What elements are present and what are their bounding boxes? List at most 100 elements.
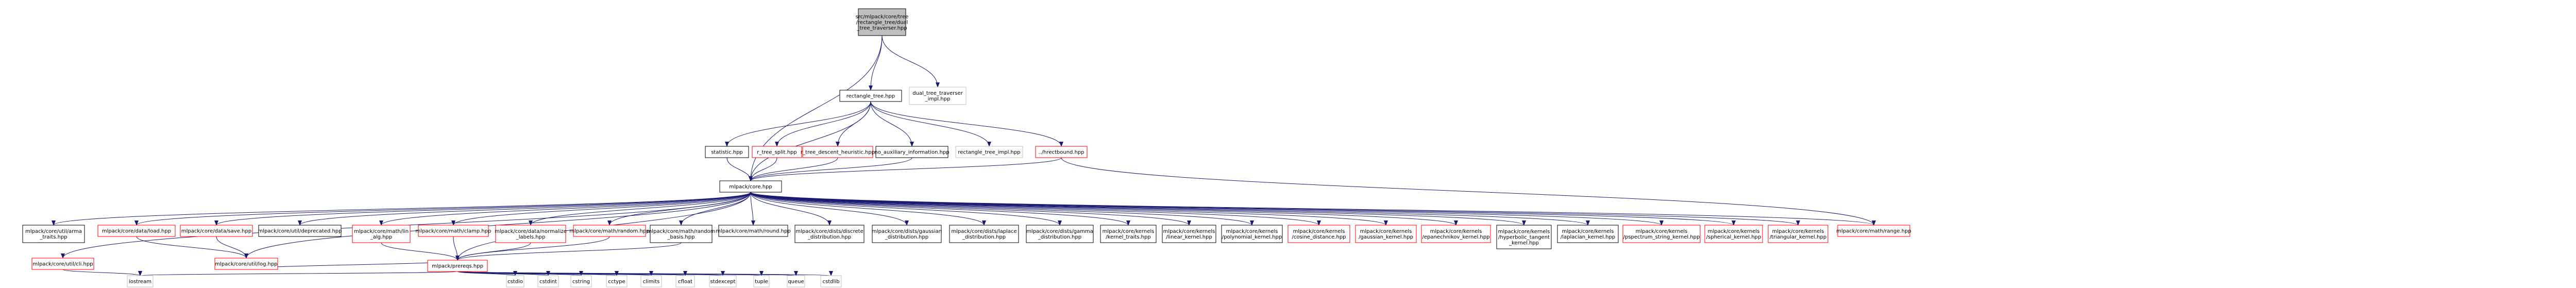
node-label-line: no_auxiliary_information.hpp	[874, 150, 949, 156]
node-normalize[interactable]: mlpack/core/data/normalize_labels.hpp	[495, 225, 567, 243]
node-cosine_d[interactable]: mlpack/core/kernels/cosine_distance.hpp	[1287, 225, 1350, 243]
node-label-line: mlpack/core.hpp	[729, 184, 772, 190]
edge-hrect-to-range	[1061, 157, 1876, 226]
node-load[interactable]: mlpack/core/data/load.hpp	[97, 225, 176, 237]
node-label-line: mlpack/core/math/range.hpp	[1836, 229, 1911, 234]
node-label-line: /spherical_kernel.hpp	[1706, 234, 1761, 240]
node-kernel_traits[interactable]: mlpack/core/kernels/kernel_traits.hpp	[1100, 225, 1157, 243]
node-box	[858, 8, 906, 36]
node-lap_k[interactable]: mlpack/core/kernels/laplacian_kernel.hpp	[1557, 225, 1619, 243]
node-statistic[interactable]: statistic.hpp	[705, 146, 749, 158]
node-box	[606, 275, 628, 287]
edge-core-to-load	[134, 192, 751, 226]
node-random_basis[interactable]: mlpack/core/math/random_basis.hpp	[647, 225, 716, 243]
node-label-line: tuple	[755, 279, 768, 285]
node-label-line: stdexcept	[710, 279, 735, 285]
node-label-line: mlpack/core/math/round.hpp	[716, 229, 790, 234]
node-label-line: _distribution.hpp	[1038, 234, 1081, 240]
node-label-line: _tree_traverser.hpp	[856, 26, 907, 31]
node-discrete[interactable]: mlpack/core/dists/discrete_distribution.…	[794, 225, 865, 243]
node-box	[1622, 225, 1701, 243]
node-queue: queue	[787, 275, 805, 287]
node-label-line: _distribution.hpp	[807, 234, 851, 240]
node-poly_k[interactable]: mlpack/core/kernels/polynomial_kernel.hp…	[1221, 225, 1283, 243]
node-round[interactable]: mlpack/core/math/round.hpp	[716, 225, 791, 237]
node-core[interactable]: mlpack/core.hpp	[719, 180, 782, 193]
node-gauss_k[interactable]: mlpack/core/kernels/gaussian_kernel.hpp	[1355, 225, 1417, 243]
node-box	[1162, 225, 1216, 243]
node-random[interactable]: mlpack/core/math/random.hpp	[569, 225, 650, 237]
edge-core-to-sph_k	[750, 192, 1736, 226]
node-rt[interactable]: rectangle_tree.hpp	[839, 90, 902, 102]
edge-core-to-range	[750, 192, 1876, 226]
node-clamp[interactable]: mlpack/core/math/clamp.hpp	[416, 225, 492, 237]
edge-root-to-core	[749, 35, 883, 181]
edge-core-to-round	[750, 192, 755, 226]
edge-core-to-kernel_traits	[750, 192, 1130, 226]
node-arma_traits[interactable]: mlpack/core/util/arma_traits.hpp	[22, 225, 85, 243]
node-box	[1704, 225, 1763, 243]
node-label-line: mlpack/core/dists/gaussian	[872, 229, 942, 234]
node-gaussian_dist[interactable]: mlpack/core/dists/gaussian_distribution.…	[872, 225, 942, 243]
node-box	[352, 225, 411, 243]
node-lin_alg[interactable]: mlpack/core/math/lin_alg.hpp	[352, 225, 411, 243]
node-box	[180, 225, 253, 237]
node-hrect[interactable]: ../hrectbound.hpp	[1035, 146, 1088, 158]
node-box	[640, 275, 662, 287]
node-rdesc[interactable]: r_tree_descent_heuristic.hpp	[801, 146, 875, 158]
edge-core-to-discrete	[750, 192, 832, 226]
node-label-line: cstdio	[507, 279, 523, 285]
node-rsplit[interactable]: r_tree_split.hpp	[752, 146, 802, 158]
node-label-line: mlpack/core/kernels	[1562, 229, 1614, 234]
node-label-line: mlpack/core/dists/gamma	[1026, 229, 1093, 234]
node-linear_k[interactable]: mlpack/core/kernels/linear_kernel.hpp	[1162, 225, 1216, 243]
node-label-line: mlpack/core/math/lin	[354, 229, 409, 234]
node-tri_k[interactable]: mlpack/core/kernels/triangular_kernel.hp…	[1768, 225, 1828, 243]
node-box	[418, 225, 489, 237]
node-label-line: mlpack/prereqs.hpp	[432, 264, 483, 269]
node-label-line: mlpack/core/util/deprecated.hpp	[258, 229, 342, 234]
node-cli[interactable]: mlpack/core/util/cli.hpp	[31, 258, 94, 270]
edge-rt-to-rsplit	[775, 101, 871, 147]
node-climits: climits	[640, 275, 662, 287]
edge-core-to-gaussian_dist	[750, 192, 909, 226]
node-label-line: mlpack/core/util/arma	[25, 229, 82, 234]
node-noaux[interactable]: no_auxiliary_information.hpp	[874, 146, 950, 158]
node-prereqs[interactable]: mlpack/prereqs.hpp	[427, 260, 488, 272]
node-label-line: _distribution.hpp	[885, 234, 928, 240]
node-label-line: ../hrectbound.hpp	[1038, 150, 1084, 156]
edge-statistic-to-core	[726, 157, 753, 181]
node-box	[709, 275, 737, 287]
edge-rdesc-to-core	[749, 157, 838, 181]
node-cstring: cstring	[570, 275, 592, 287]
node-epan_k[interactable]: mlpack/core/kernels/epanechnikov_kernel.…	[1421, 225, 1491, 243]
node-box	[1026, 225, 1094, 243]
node-tuple: tuple	[753, 275, 770, 287]
node-log[interactable]: mlpack/core/util/log.hpp	[214, 258, 278, 270]
edge-core-to-save	[214, 192, 751, 226]
edge-core-to-cosine_d	[750, 192, 1321, 226]
node-label-line: mlpack/core/data/save.hpp	[181, 229, 251, 234]
node-label-line: src/mlpack/core/tree	[856, 14, 909, 20]
node-range[interactable]: mlpack/core/math/range.hpp	[1836, 225, 1911, 237]
node-save[interactable]: mlpack/core/data/save.hpp	[180, 225, 253, 237]
node-deprecated[interactable]: mlpack/core/util/deprecated.hpp	[258, 225, 342, 237]
node-label-line: cstdint	[539, 279, 557, 285]
node-label-line: /polynomial_kernel.hpp	[1222, 234, 1282, 240]
node-box	[949, 225, 1019, 243]
edge-rt-to-rtimpl	[870, 101, 991, 147]
edge-core-to-arma_traits	[52, 192, 751, 226]
node-box	[573, 225, 646, 237]
node-box	[1496, 225, 1552, 249]
node-gamma_dist[interactable]: mlpack/core/dists/gamma_distribution.hpp	[1026, 225, 1094, 243]
node-box	[909, 87, 967, 105]
node-laplace_dist[interactable]: mlpack/core/dists/laplace_distribution.h…	[949, 225, 1019, 243]
edge-prereqs-to-iostream	[139, 270, 458, 276]
node-tanh_k[interactable]: mlpack/core/kernels/hyperbolic_tangent_k…	[1496, 225, 1552, 249]
node-sph_k[interactable]: mlpack/core/kernels/spherical_kernel.hpp	[1704, 225, 1763, 243]
node-box	[802, 146, 873, 158]
edge-random-to-prereqs	[455, 236, 610, 261]
node-pspec_k[interactable]: mlpack/core/kernels/pspectrum_string_ker…	[1622, 225, 1701, 243]
node-box	[794, 225, 865, 243]
